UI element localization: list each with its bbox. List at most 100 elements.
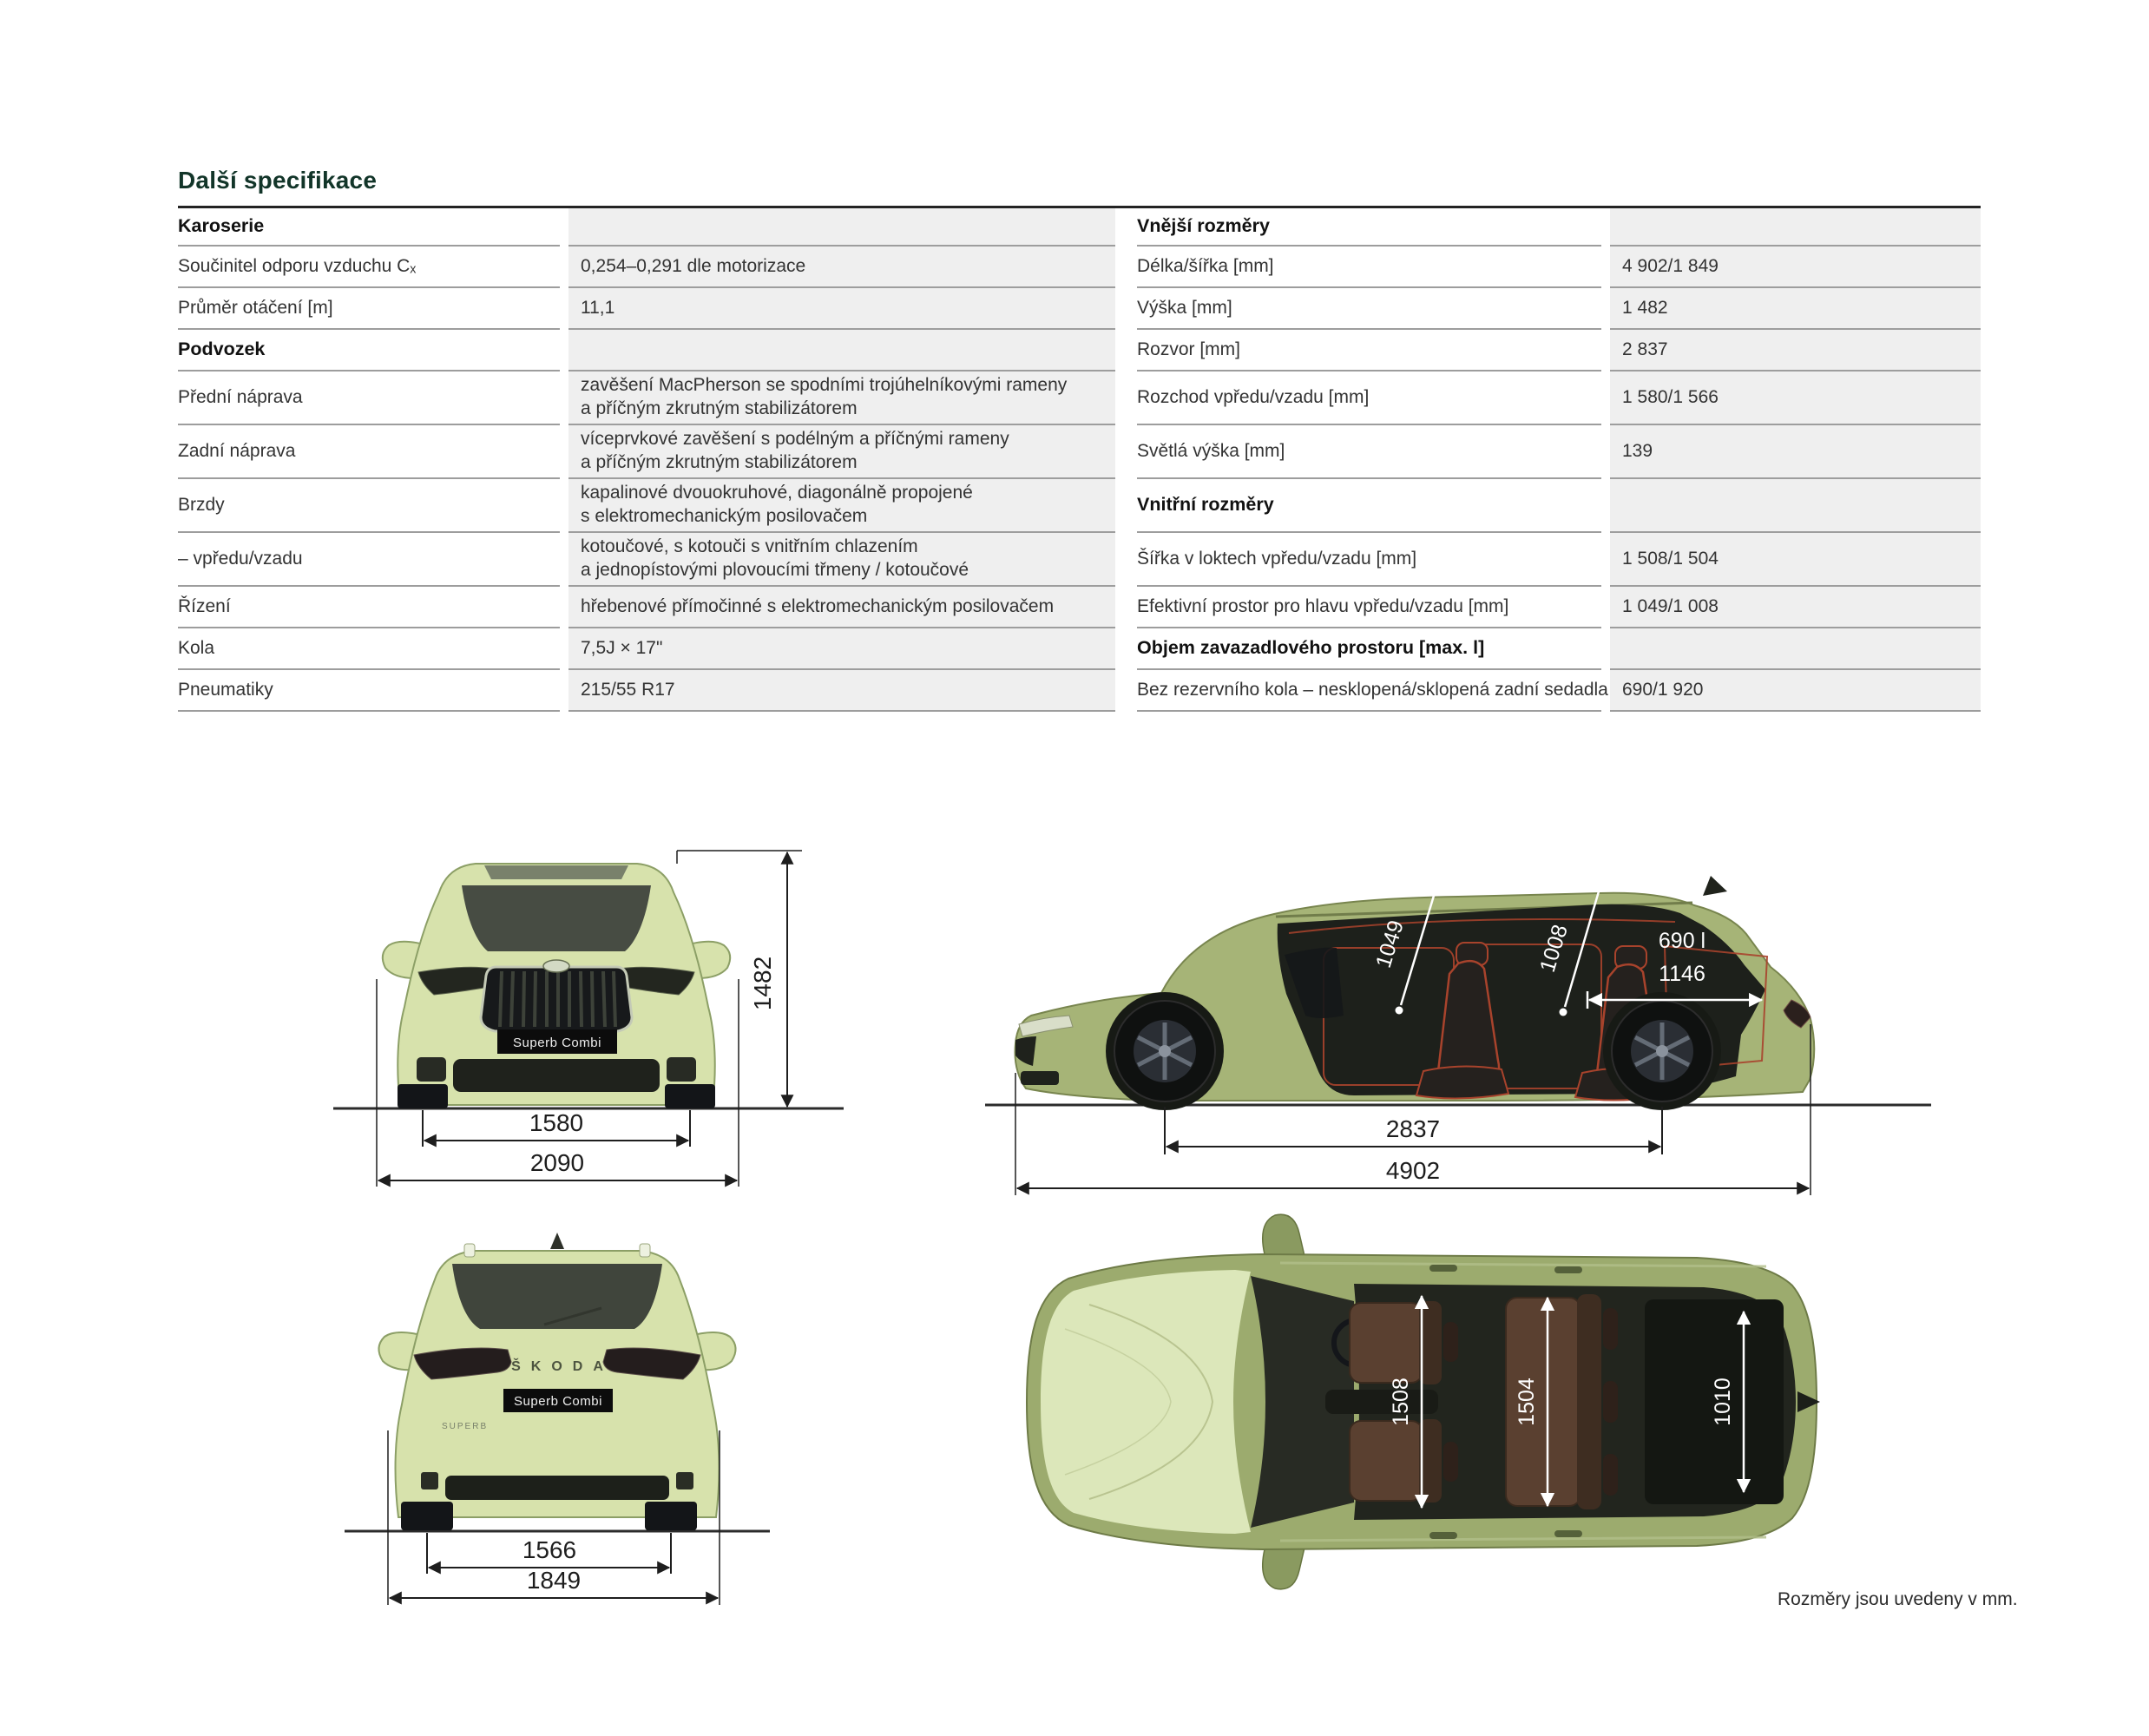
wheel-rear-right	[645, 1502, 697, 1530]
spec-value-cell	[568, 330, 1115, 372]
rear-diffuser	[445, 1476, 669, 1500]
wheel-front-right	[665, 1084, 715, 1108]
dim-front-height: 1482	[749, 957, 776, 1010]
spec-label-cell: Pneumatiky	[178, 670, 560, 712]
skoda-emblem	[542, 959, 570, 973]
spec-value-cell: 1 580/1 566	[1610, 372, 1981, 425]
spec-label-cell: Efektivní prostor pro hlavu vpředu/vzadu…	[1137, 587, 1601, 628]
front-dimensions: 1482 1580 2090	[376, 850, 802, 1187]
spec-value-cell: hřebenové přímočinné s elektromechanický…	[568, 587, 1115, 628]
dim-elbow-rear: 1504	[1515, 1378, 1539, 1426]
spec-value-cell: 1 508/1 504	[1610, 533, 1981, 587]
spec-section-header: Objem zavazadlového prostoru [max. l]	[1137, 628, 1601, 670]
spec-label-cell: Bez rezervního kola – nesklopená/sklopen…	[1137, 670, 1608, 712]
spec-section-header: Podvozek	[178, 330, 560, 372]
spec-label-cell: Řízení	[178, 587, 560, 628]
spec-value-cell: 215/55 R17	[568, 670, 1115, 712]
spec-label-cell: Světlá výška [mm]	[1137, 425, 1601, 479]
spec-value-cell: 11,1	[568, 288, 1115, 330]
spec-label-cell: Rozvor [mm]	[1137, 330, 1601, 372]
dim-rear-width: 1849	[527, 1567, 581, 1594]
spec-label-cell: Výška [mm]	[1137, 288, 1601, 330]
spec-value-cell: víceprvkové zavěšení s podélným a příčný…	[568, 425, 1115, 479]
dim-front-track: 1580	[529, 1109, 583, 1136]
dashboard	[1285, 947, 1344, 1018]
spec-label-cell: Délka/šířka [mm]	[1137, 247, 1601, 288]
wheel-front	[1114, 1000, 1216, 1102]
wiper	[543, 1306, 602, 1326]
dim-wheelbase: 2837	[1386, 1115, 1440, 1142]
mirror-top	[1262, 1213, 1305, 1257]
spec-section-header: Karoserie	[178, 208, 560, 247]
spec-value-cell	[1610, 208, 1981, 247]
rear-dimensions: 1566 1849	[387, 1430, 720, 1605]
spec-value-cell: 2 837	[1610, 330, 1981, 372]
spec-value-cell: zavěšení MacPherson se spodními trojúhel…	[568, 372, 1115, 425]
dim-boot-length: 1146	[1659, 962, 1705, 986]
spec-value-cell	[568, 208, 1115, 247]
spec-value-cell: 7,5J × 17"	[568, 628, 1115, 670]
spec-value-cell: kotoučové, s kotouči s vnitřním chlazení…	[568, 533, 1115, 587]
spec-value-cell: 1 049/1 008	[1610, 587, 1981, 628]
windshield	[462, 885, 651, 951]
spec-value-cell: 139	[1610, 425, 1981, 479]
dim-rear-track: 1566	[522, 1536, 576, 1563]
top-view-diagram: 1508 1504 1010	[1025, 1213, 1820, 1590]
side-dimensions: 2837 4902	[1015, 1024, 1811, 1195]
top-dimensions: 1508 1504 1010	[1389, 1294, 1751, 1509]
car-top-illustration	[1025, 1213, 1820, 1590]
spec-label-cell: – vpředu/vzadu	[178, 533, 560, 587]
antenna-fin	[550, 1233, 564, 1249]
seat-front	[1415, 942, 1510, 1100]
spec-value-cell: 1 482	[1610, 288, 1981, 330]
front-bumper-intake	[453, 1059, 660, 1092]
spec-label-cell: Průměr otáčení [m]	[178, 288, 560, 330]
rear-plate	[503, 1389, 613, 1412]
taillight-right	[602, 1347, 701, 1380]
spec-label-cell: Součinitel odporu vzduchu Cₓ	[178, 247, 560, 288]
spec-label-cell: Přední náprava	[178, 372, 560, 425]
spec-value-cell	[1610, 479, 1981, 533]
title-divider	[178, 206, 1981, 208]
roof-rail-left	[463, 1243, 476, 1258]
wheel-rear-left	[401, 1502, 453, 1530]
windshield-top	[1251, 1276, 1354, 1528]
side-view-diagram: 1049 1008 690 l 1146 2837 4902	[985, 868, 1931, 1195]
spec-label-cell: Brzdy	[178, 479, 560, 533]
rear-plate-text: Superb Combi	[514, 1394, 602, 1409]
roof-rail-right	[639, 1243, 651, 1258]
dim-boot-width: 1010	[1711, 1378, 1735, 1426]
spec-label-cell: Šířka v loktech vpředu/vzadu [mm]	[1137, 533, 1601, 587]
hood	[1041, 1270, 1251, 1534]
dim-elbow-front: 1508	[1389, 1378, 1413, 1426]
car-rear-illustration: ŠKODA Superb Combi SUPERB	[345, 1233, 770, 1533]
wheel-front-left	[398, 1084, 448, 1108]
rear-view-diagram: ŠKODA Superb Combi SUPERB 1566 1849	[345, 1233, 770, 1605]
headlight-side	[1018, 1015, 1074, 1037]
front-plate	[497, 1029, 617, 1054]
mirror-bottom	[1262, 1547, 1305, 1590]
dim-boot-volume: 690 l	[1659, 929, 1705, 953]
spec-label-cell: Kola	[178, 628, 560, 670]
taillight-side	[1783, 999, 1811, 1029]
front-view-diagram: Superb Combi 1482 1580 2090	[333, 850, 844, 1187]
spec-section-header: Vnější rozměry	[1137, 208, 1601, 247]
sunroof	[484, 865, 628, 879]
units-note: Rozměry jsou uvedeny v mm.	[1778, 1589, 2018, 1609]
car-front-illustration: Superb Combi	[333, 863, 844, 1110]
page-title: Další specifikace	[178, 167, 378, 194]
dim-front-width: 2090	[530, 1149, 584, 1176]
rear-window	[452, 1264, 662, 1329]
spec-value-cell: 0,254–0,291 dle motorizace	[568, 247, 1115, 288]
taillight-left	[413, 1347, 512, 1380]
antenna-fin-top	[1797, 1391, 1820, 1412]
spec-value-cell	[1610, 628, 1981, 670]
spec-value-cell: kapalinové dvouokruhové, diagonálně prop…	[568, 479, 1115, 533]
dim-length: 4902	[1386, 1157, 1440, 1184]
wheel-rear	[1611, 1000, 1713, 1102]
antenna-fin	[1703, 876, 1727, 896]
spec-value-cell: 690/1 920	[1610, 670, 1981, 712]
spec-value-cell: 4 902/1 849	[1610, 247, 1981, 288]
